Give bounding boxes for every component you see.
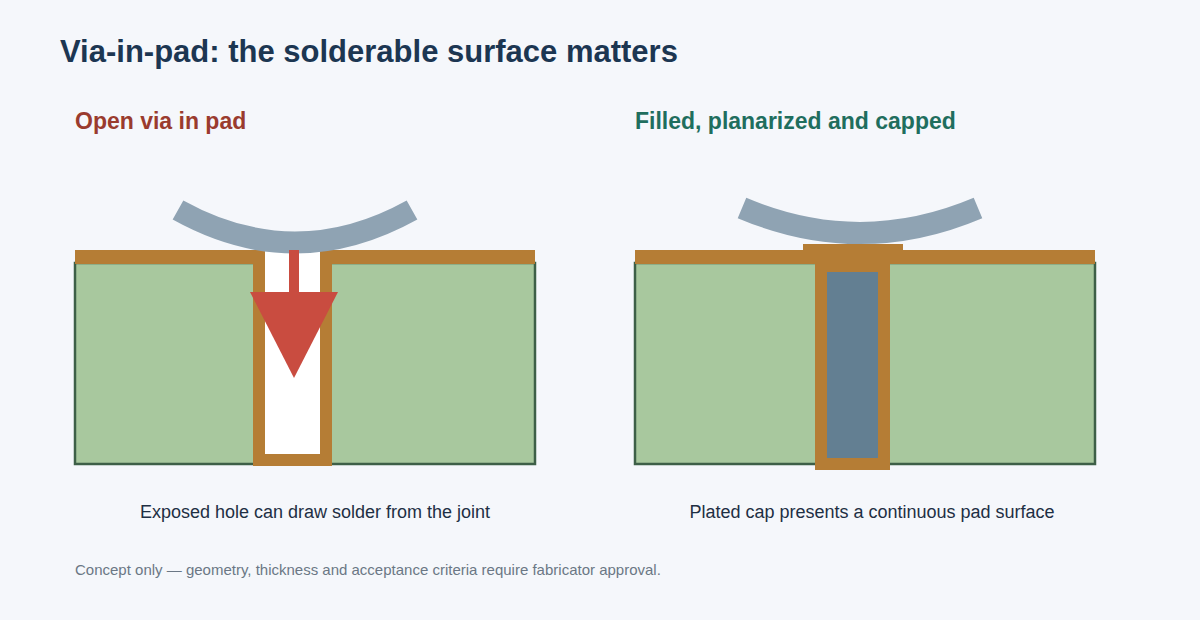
via-barrel bbox=[815, 262, 890, 470]
diagram-title: Via-in-pad: the solderable surface matte… bbox=[60, 34, 678, 70]
wicking-arrow-shaft bbox=[289, 250, 299, 296]
wicking-arrow-head bbox=[250, 292, 338, 378]
panel-heading: Open via in pad bbox=[75, 108, 246, 135]
panel-heading: Filled, planarized and capped bbox=[635, 108, 956, 135]
via-fill bbox=[827, 272, 878, 458]
panel-description: Plated cap presents a continuous pad sur… bbox=[689, 502, 1054, 523]
solder-meniscus bbox=[742, 208, 978, 233]
solder-meniscus bbox=[178, 210, 412, 243]
board-laminate bbox=[635, 263, 1095, 464]
plated-cap bbox=[803, 244, 903, 264]
footnote-caption: Concept only — geometry, thickness and a… bbox=[75, 561, 661, 578]
panel-description: Exposed hole can draw solder from the jo… bbox=[140, 502, 490, 523]
